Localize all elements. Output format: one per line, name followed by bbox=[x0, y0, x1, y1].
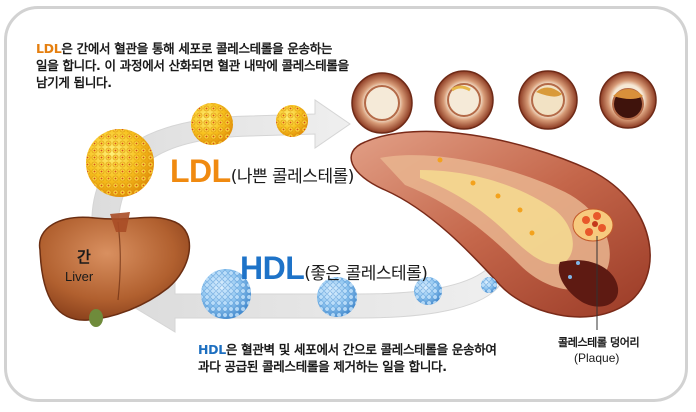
hdl-particle-large bbox=[201, 269, 251, 319]
ldl-label-sub: (나쁜 콜레스테롤) bbox=[230, 167, 355, 187]
ldl-particle-small bbox=[276, 105, 308, 137]
plaque-blob bbox=[572, 208, 614, 242]
hdl-description-line1-text: 은 혈관벽 및 세포에서 간으로 콜레스테롤을 운송하여 bbox=[225, 342, 497, 357]
liver-illustration bbox=[38, 212, 191, 327]
ldl-label-main: LDL bbox=[170, 153, 231, 189]
plaque-label-kr: 콜레스테롤 덩어리 bbox=[558, 336, 640, 349]
ldl-description: LDL은 간에서 혈관을 통해 세포로 콜레스테롤을 운송하는 일을 합니다. … bbox=[36, 40, 386, 91]
hdl-keyword: HDL bbox=[198, 342, 226, 357]
ldl-particle-large bbox=[86, 129, 154, 197]
hdl-label: HDL(좋은 콜레스테롤) bbox=[240, 250, 428, 287]
ldl-label: LDL(나쁜 콜레스테롤) bbox=[170, 153, 354, 190]
liver-label-en: Liver bbox=[65, 269, 94, 284]
hdl-description-line1: HDL은 혈관벽 및 세포에서 간으로 콜레스테롤을 운송하여 bbox=[198, 341, 558, 358]
ldl-description-line2: 일을 합니다. 이 과정에서 산화되면 혈관 내막에 콜레스테롤을 bbox=[36, 58, 349, 73]
hdl-label-sub: (좋은 콜레스테롤) bbox=[304, 264, 428, 284]
plaque-label-en: (Plaque) bbox=[574, 351, 620, 365]
hdl-label-main: HDL bbox=[240, 250, 305, 286]
hdl-particle-small bbox=[414, 277, 442, 305]
ldl-description-line1: LDL은 간에서 혈관을 통해 세포로 콜레스테롤을 운송하는 bbox=[36, 40, 386, 57]
ldl-keyword: LDL bbox=[36, 41, 62, 56]
hdl-description: HDL은 혈관벽 및 세포에서 간으로 콜레스테롤을 운송하여 과다 공급된 콜… bbox=[198, 341, 558, 375]
artery-cross-section-4 bbox=[599, 71, 657, 129]
artery-cross-section-2 bbox=[434, 70, 494, 130]
ldl-description-line1-text: 은 간에서 혈관을 통해 세포로 콜레스테롤을 운송하는 bbox=[61, 41, 333, 56]
hdl-description-line2: 과다 공급된 콜레스테롤을 제거하는 일을 합니다. bbox=[198, 359, 447, 374]
hdl-particle-medium bbox=[317, 277, 357, 317]
liver-label-kr: 간 bbox=[77, 248, 91, 266]
artery-cross-section-1 bbox=[351, 72, 413, 134]
hdl-particle-tiny bbox=[481, 277, 497, 293]
artery-cross-section-3 bbox=[518, 70, 578, 130]
ldl-particle-medium bbox=[191, 103, 233, 145]
artery-illustration bbox=[350, 70, 657, 318]
ldl-description-line3: 남기게 됩니다. bbox=[36, 75, 112, 90]
